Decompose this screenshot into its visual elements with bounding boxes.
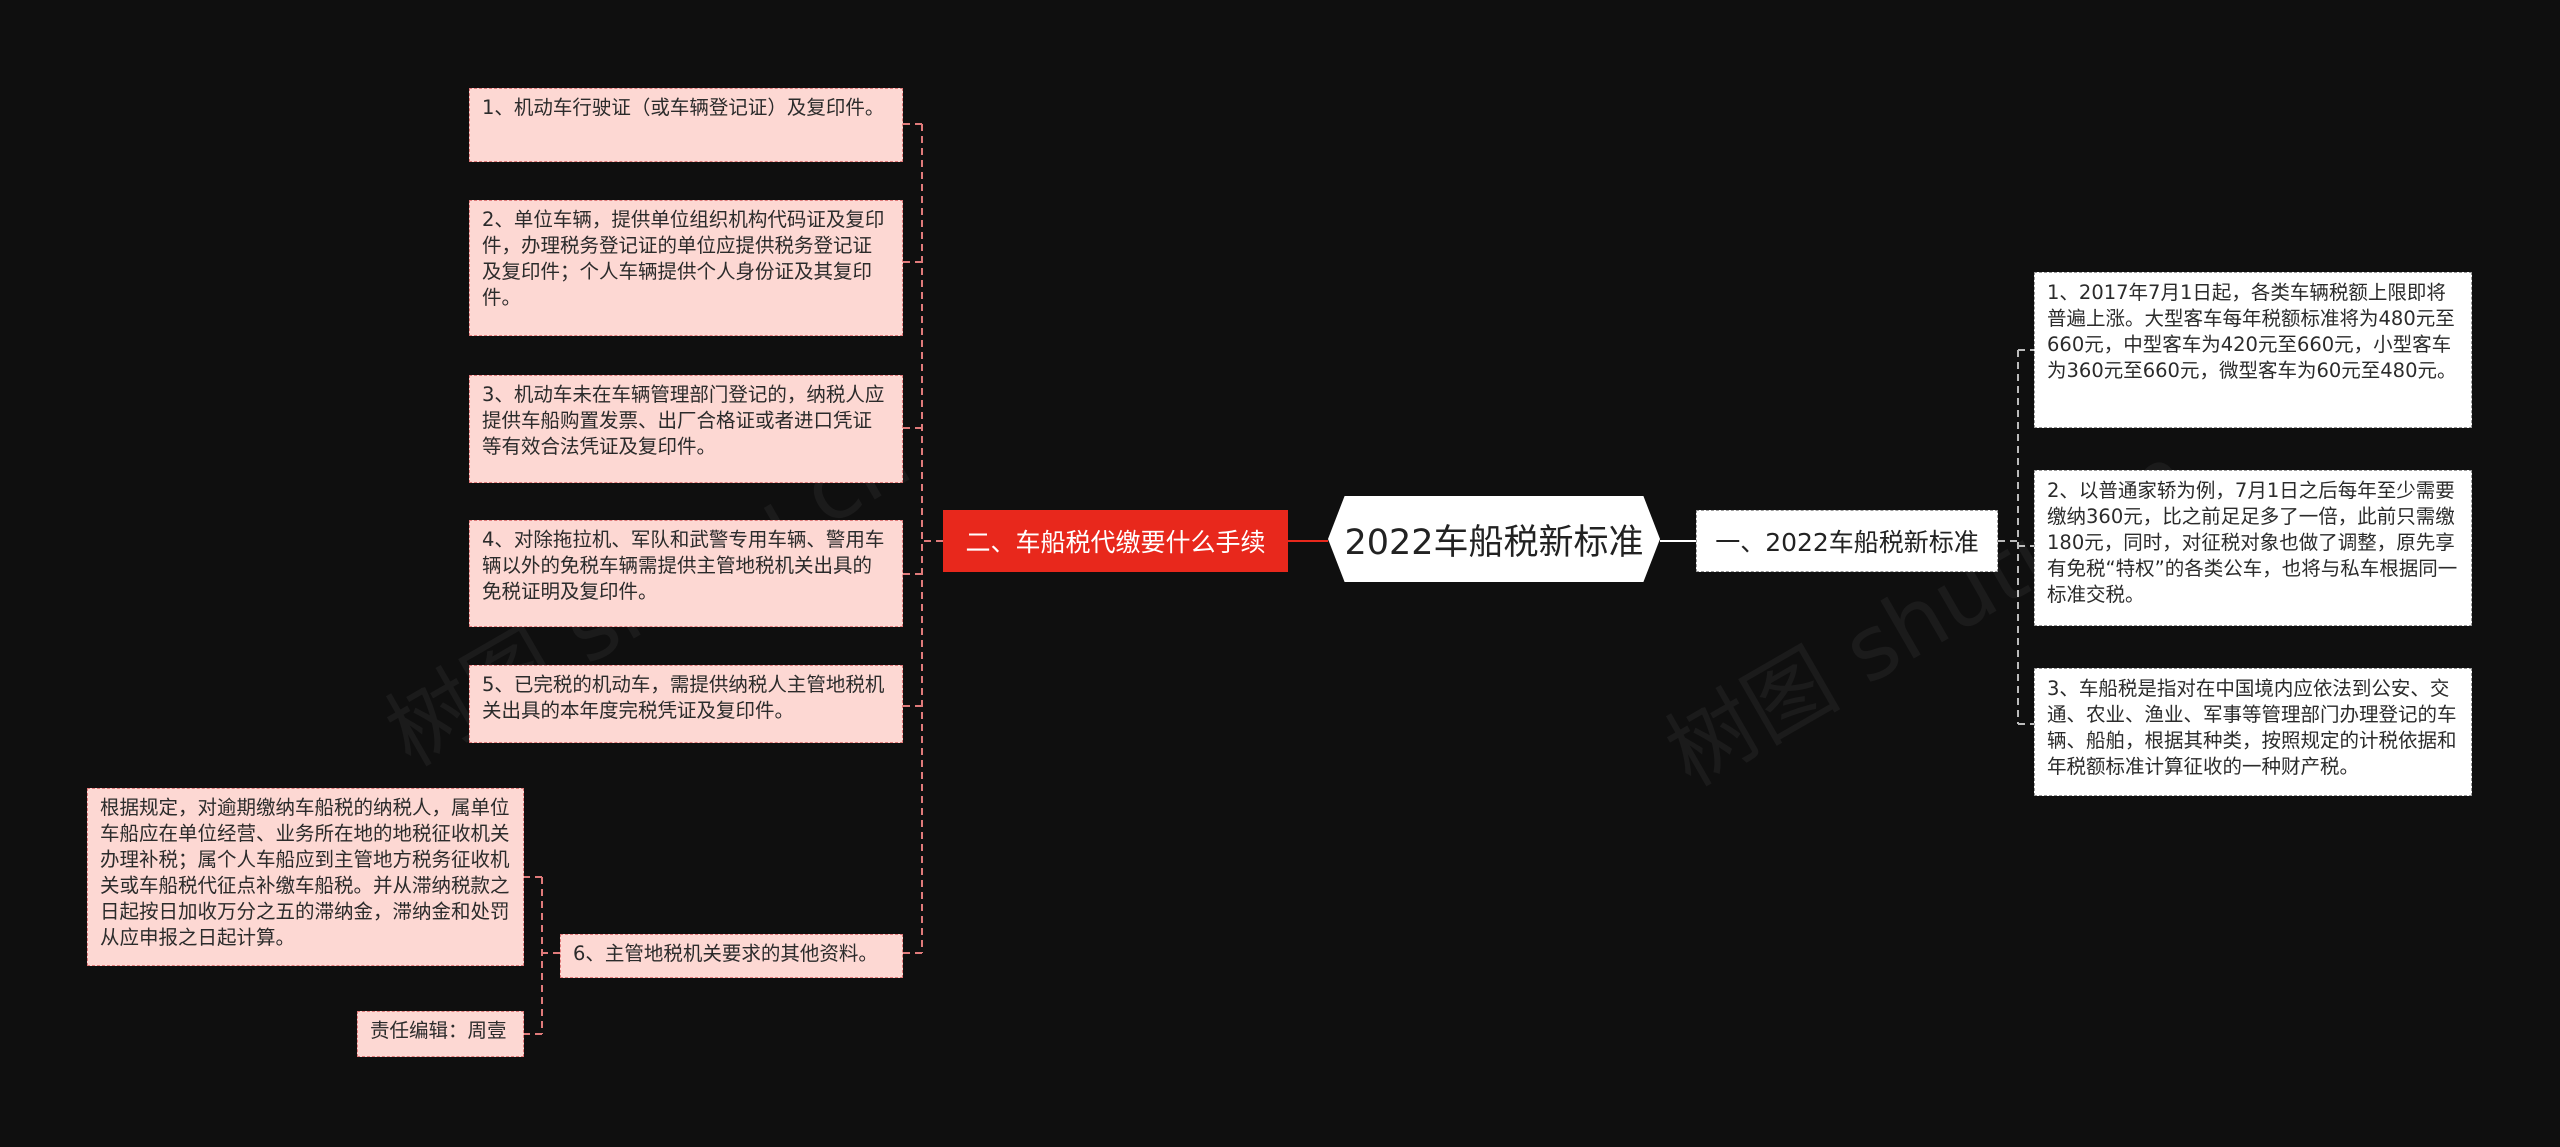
root-topic[interactable]: 2022车船税新标准 bbox=[1328, 496, 1660, 582]
late-payment-note[interactable]: 根据规定，对逾期缴纳车船税的纳税人，属单位车船应在单位经营、业务所在地的地税征收… bbox=[87, 788, 524, 966]
standard-item-1[interactable]: 1、2017年7月1日起，各类车辆税额上限即将普遍上涨。大型客车每年税额标准将为… bbox=[2034, 272, 2472, 428]
procedure-item-6[interactable]: 6、主管地税机关要求的其他资料。 bbox=[560, 934, 903, 978]
editor-note[interactable]: 责任编辑：周壹 bbox=[357, 1011, 524, 1057]
procedure-item-5[interactable]: 5、已完税的机动车，需提供纳税人主管地税机关出具的本年度完税凭证及复印件。 bbox=[469, 665, 903, 743]
standard-item-3[interactable]: 3、车船税是指对在中国境内应依法到公安、交通、农业、渔业、军事等管理部门办理登记… bbox=[2034, 668, 2472, 796]
standard-item-2[interactable]: 2、以普通家轿为例，7月1日之后每年至少需要缴纳360元，比之前足足多了一倍，此… bbox=[2034, 470, 2472, 626]
branch-new-standard[interactable]: 一、2022车船税新标准 bbox=[1696, 510, 1998, 572]
branch-procedures[interactable]: 二、车船税代缴要什么手续 bbox=[943, 510, 1288, 572]
procedure-item-1[interactable]: 1、机动车行驶证（或车辆登记证）及复印件。 bbox=[469, 88, 903, 162]
procedure-item-3[interactable]: 3、机动车未在车辆管理部门登记的，纳税人应提供车船购置发票、出厂合格证或者进口凭… bbox=[469, 375, 903, 483]
procedure-item-4[interactable]: 4、对除拖拉机、军队和武警专用车辆、警用车辆以外的免税车辆需提供主管地税机关出具… bbox=[469, 520, 903, 627]
procedure-item-2[interactable]: 2、单位车辆，提供单位组织机构代码证及复印件，办理税务登记证的单位应提供税务登记… bbox=[469, 200, 903, 336]
